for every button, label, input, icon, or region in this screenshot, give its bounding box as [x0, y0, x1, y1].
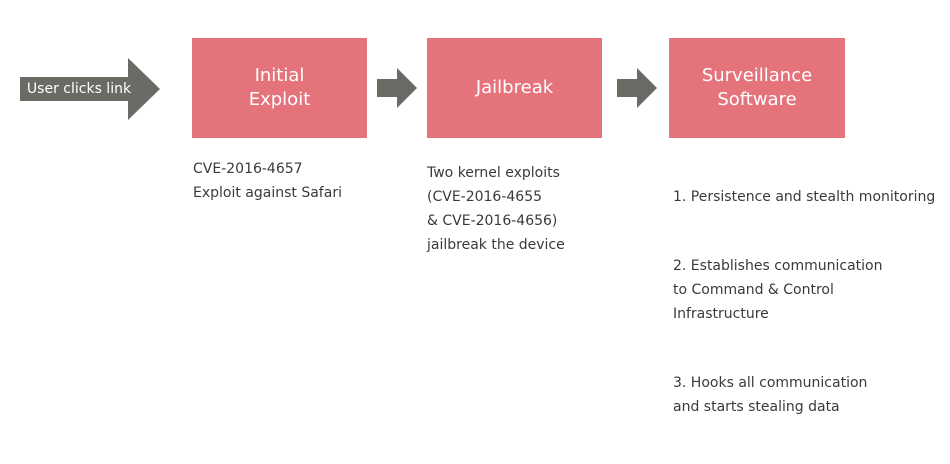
- stage-jailbreak: Jailbreak: [427, 38, 602, 138]
- stage-description-initial-exploit: CVE-2016-4657 Exploit against Safari: [193, 161, 342, 201]
- stage-initial-exploit: Initial Exploit: [192, 38, 367, 138]
- right-arrow-icon: [617, 68, 657, 108]
- description-item-hooks: 3. Hooks all communication and starts st…: [673, 375, 868, 415]
- user-clicks-link-arrow: User clicks link: [20, 58, 160, 120]
- right-arrow-icon: [20, 58, 160, 120]
- right-arrow-icon: [377, 68, 417, 108]
- stage-surveillance-software: Surveillance Software: [669, 38, 845, 138]
- stage-description-surveillance-software: 1. Persistence and stealth monitoring 2.…: [673, 161, 943, 464]
- entry-label: User clicks link: [26, 81, 132, 97]
- stage-title: Initial Exploit: [248, 65, 311, 110]
- description-item-persistence: 1. Persistence and stealth monitoring: [673, 189, 936, 205]
- stage-title: Surveillance Software: [701, 65, 813, 110]
- description-item-communication: 2. Establishes communication to Command …: [673, 258, 883, 322]
- stage-title: Jailbreak: [475, 77, 554, 98]
- connector-arrow-2: [617, 68, 657, 108]
- connector-arrow-1: [377, 68, 417, 108]
- stage-description-jailbreak: Two kernel exploits (CVE-2016-4655 & CVE…: [427, 165, 565, 253]
